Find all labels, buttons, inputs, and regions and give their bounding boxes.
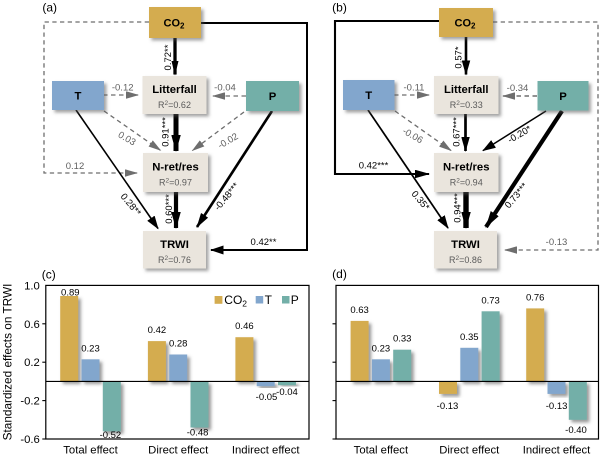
svg-text:0.23: 0.23 xyxy=(372,343,391,354)
svg-text:R2=0.76: R2=0.76 xyxy=(158,255,191,265)
svg-text:(d): (d) xyxy=(332,267,347,281)
svg-text:-0.6: -0.6 xyxy=(20,434,39,446)
svg-text:-0.34: -0.34 xyxy=(507,83,529,94)
svg-text:0.42***: 0.42*** xyxy=(359,161,389,172)
svg-text:-0.04: -0.04 xyxy=(276,387,298,398)
svg-text:Indirect effect: Indirect effect xyxy=(232,445,300,457)
svg-text:Standardized effects on TRWI: Standardized effects on TRWI xyxy=(1,284,15,441)
svg-text:P: P xyxy=(269,91,277,103)
svg-text:Indirect effect: Indirect effect xyxy=(523,445,591,457)
svg-text:0.42: 0.42 xyxy=(148,325,167,336)
svg-text:Direct effect: Direct effect xyxy=(439,445,500,457)
svg-text:P: P xyxy=(559,91,567,103)
svg-text:-0.40: -0.40 xyxy=(565,425,587,436)
svg-text:0.46: 0.46 xyxy=(235,321,254,332)
svg-text:0.63: 0.63 xyxy=(350,305,369,316)
svg-text:N-ret/res: N-ret/res xyxy=(443,162,489,174)
svg-text:TRWI: TRWI xyxy=(160,239,189,251)
svg-text:T: T xyxy=(265,293,273,307)
svg-text:T: T xyxy=(75,91,82,103)
svg-text:T: T xyxy=(365,90,372,102)
svg-text:0.6: 0.6 xyxy=(24,319,40,331)
svg-text:0.94***: 0.94*** xyxy=(453,193,464,223)
svg-text:0.67***: 0.67*** xyxy=(452,117,463,147)
svg-text:0.2: 0.2 xyxy=(24,357,40,369)
svg-text:CO2: CO2 xyxy=(164,17,186,30)
svg-text:0.89: 0.89 xyxy=(61,287,80,298)
svg-text:Litterfall: Litterfall xyxy=(444,84,489,96)
svg-text:CO2: CO2 xyxy=(224,293,247,308)
svg-text:0.12: 0.12 xyxy=(66,161,85,172)
svg-text:P: P xyxy=(291,293,299,307)
svg-text:Litterfall: Litterfall xyxy=(152,84,197,96)
svg-text:-0.48: -0.48 xyxy=(187,428,209,439)
svg-text:0.76: 0.76 xyxy=(526,292,545,303)
svg-text:0.35: 0.35 xyxy=(460,332,479,343)
svg-text:R2=0.62: R2=0.62 xyxy=(158,100,191,110)
svg-text:TRWI: TRWI xyxy=(451,239,480,251)
svg-text:Total effect: Total effect xyxy=(354,445,409,457)
svg-text:-0.13: -0.13 xyxy=(546,237,568,248)
svg-text:(c): (c) xyxy=(42,268,56,282)
svg-text:Direct effect: Direct effect xyxy=(148,445,209,457)
svg-text:N-ret/res: N-ret/res xyxy=(152,162,198,174)
svg-text:R2=0.97: R2=0.97 xyxy=(159,178,192,188)
svg-text:0.91***: 0.91*** xyxy=(161,117,172,147)
svg-text:-0.2: -0.2 xyxy=(20,396,39,408)
svg-text:Total effect: Total effect xyxy=(63,445,118,457)
svg-text:0.23: 0.23 xyxy=(81,343,100,354)
svg-text:(a): (a) xyxy=(42,1,57,15)
svg-text:1.0: 1.0 xyxy=(24,280,40,292)
svg-text:-0.52: -0.52 xyxy=(100,430,122,441)
svg-text:R2=0.94: R2=0.94 xyxy=(450,178,483,188)
svg-text:(b): (b) xyxy=(332,1,347,15)
svg-text:-0.13: -0.13 xyxy=(437,401,459,412)
svg-text:-0.11: -0.11 xyxy=(404,83,425,94)
svg-text:0.60***: 0.60*** xyxy=(164,194,175,224)
svg-text:0.72**: 0.72** xyxy=(163,44,174,70)
svg-text:R2=0.33: R2=0.33 xyxy=(450,100,483,110)
svg-text:0.28: 0.28 xyxy=(169,339,188,350)
svg-text:0.42**: 0.42** xyxy=(251,237,277,248)
svg-text:-0.05: -0.05 xyxy=(256,392,278,403)
svg-text:0.73: 0.73 xyxy=(481,295,500,306)
svg-text:R2=0.86: R2=0.86 xyxy=(449,255,482,265)
svg-text:-0.13: -0.13 xyxy=(546,401,568,412)
svg-text:-0.12: -0.12 xyxy=(112,83,134,94)
svg-text:-0.04: -0.04 xyxy=(214,83,236,94)
svg-text:0.57*: 0.57* xyxy=(454,46,465,68)
svg-text:CO2: CO2 xyxy=(455,17,477,30)
svg-text:0.33: 0.33 xyxy=(393,334,412,345)
